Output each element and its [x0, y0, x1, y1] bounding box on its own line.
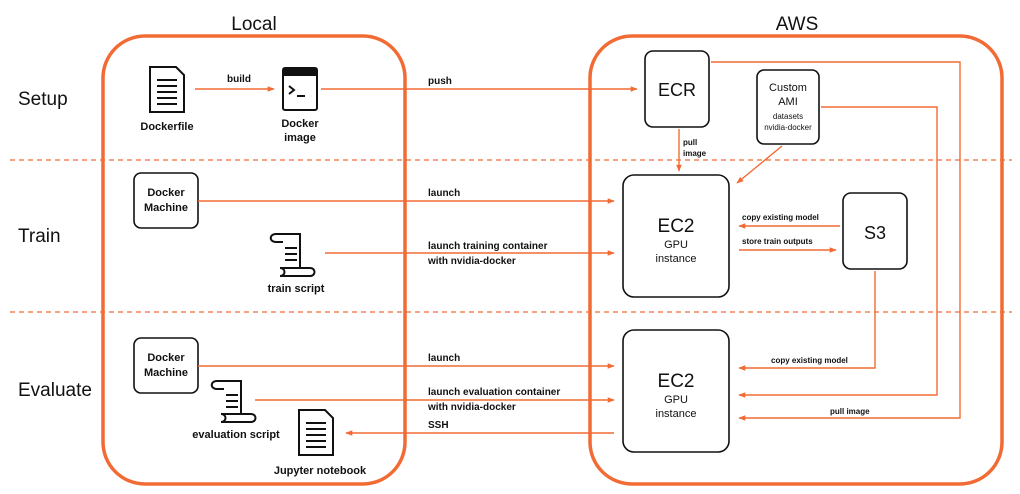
- custom-ami-label-line1: Custom: [769, 82, 807, 94]
- docker-machine-train-box: [133, 172, 199, 229]
- pull-image-label-line2: image: [683, 149, 707, 158]
- store-train-outputs-label: store train outputs: [742, 237, 813, 246]
- docker-machine-eval-box: [133, 337, 199, 394]
- s3-label: S3: [864, 223, 886, 243]
- ec2-train-instance-label: instance: [656, 253, 697, 265]
- custom-ami-label-line2: AMI: [778, 96, 798, 108]
- launch-train-arrow-label: launch: [428, 188, 460, 199]
- copy-existing-model-train-label: copy existing model: [742, 213, 819, 222]
- train-script-scroll-icon: [269, 233, 316, 277]
- custom-ami-label-line4: nvidia-docker: [764, 123, 812, 132]
- build-arrow-label: build: [227, 74, 251, 85]
- dockerfile-label: Dockerfile: [140, 121, 193, 133]
- launch-training-label-line1: launch training container: [428, 241, 548, 252]
- docker-image-label-line1: Docker: [281, 118, 319, 130]
- ec2-eval-gpu-label: GPU: [664, 394, 688, 406]
- evaluation-script-label: evaluation script: [192, 429, 280, 441]
- ec2-train-gpu-label: GPU: [664, 239, 688, 251]
- row-label-train: Train: [18, 226, 61, 247]
- jupyter-notebook-icon: [298, 409, 334, 456]
- launch-eval-arrow-label: launch: [428, 353, 460, 364]
- ecr-label: ECR: [658, 80, 696, 100]
- launch-evaluation-label-line1: launch evaluation container: [428, 387, 560, 398]
- docker-image-terminal-icon: [282, 67, 318, 111]
- docker-machine-eval-label-line2: Machine: [144, 367, 188, 379]
- custom-ami-box: [756, 69, 820, 145]
- copy-existing-model-eval-arrow: [738, 271, 876, 371]
- pull-image-eval-label: pull image: [830, 407, 870, 416]
- ami-to-ec2-eval-arrow: [738, 106, 938, 398]
- launch-evaluation-label-line2: with nvidia-docker: [427, 402, 516, 413]
- aws-panel: [588, 34, 1004, 486]
- row-label-evaluate: Evaluate: [18, 380, 92, 401]
- docker-image-label-line2: image: [284, 132, 316, 144]
- ami-to-ec2-arrow: [736, 145, 783, 184]
- dockerfile-icon: [149, 66, 185, 113]
- ec2-eval-box: [622, 329, 730, 453]
- ecr-box: [644, 50, 710, 128]
- ec2-train-box: [622, 174, 730, 298]
- local-panel-title: Local: [231, 14, 276, 35]
- copy-existing-model-eval-label: copy existing model: [771, 356, 848, 365]
- pull-image-label-line1: pull: [683, 138, 697, 147]
- docker-machine-train-label-line2: Machine: [144, 202, 188, 214]
- push-arrow-label: push: [428, 76, 452, 87]
- custom-ami-label-line3: datasets: [773, 112, 803, 121]
- ssh-arrow-label: SSH: [428, 420, 449, 431]
- pull-image-eval-arrow: [711, 61, 961, 421]
- local-panel: [101, 34, 407, 486]
- ec2-train-label: EC2: [658, 216, 695, 237]
- row-label-setup: Setup: [18, 89, 68, 110]
- launch-training-label-line2: with nvidia-docker: [427, 256, 516, 267]
- ec2-eval-instance-label: instance: [656, 408, 697, 420]
- evaluation-script-scroll-icon: [210, 380, 257, 423]
- s3-box: [842, 192, 908, 270]
- aws-panel-title: AWS: [776, 14, 819, 35]
- docker-machine-train-label-line1: Docker: [147, 187, 185, 199]
- docker-machine-eval-label-line1: Docker: [147, 352, 185, 364]
- train-script-label: train script: [268, 283, 325, 295]
- ec2-eval-label: EC2: [658, 371, 695, 392]
- jupyter-notebook-label: Jupyter notebook: [274, 465, 367, 477]
